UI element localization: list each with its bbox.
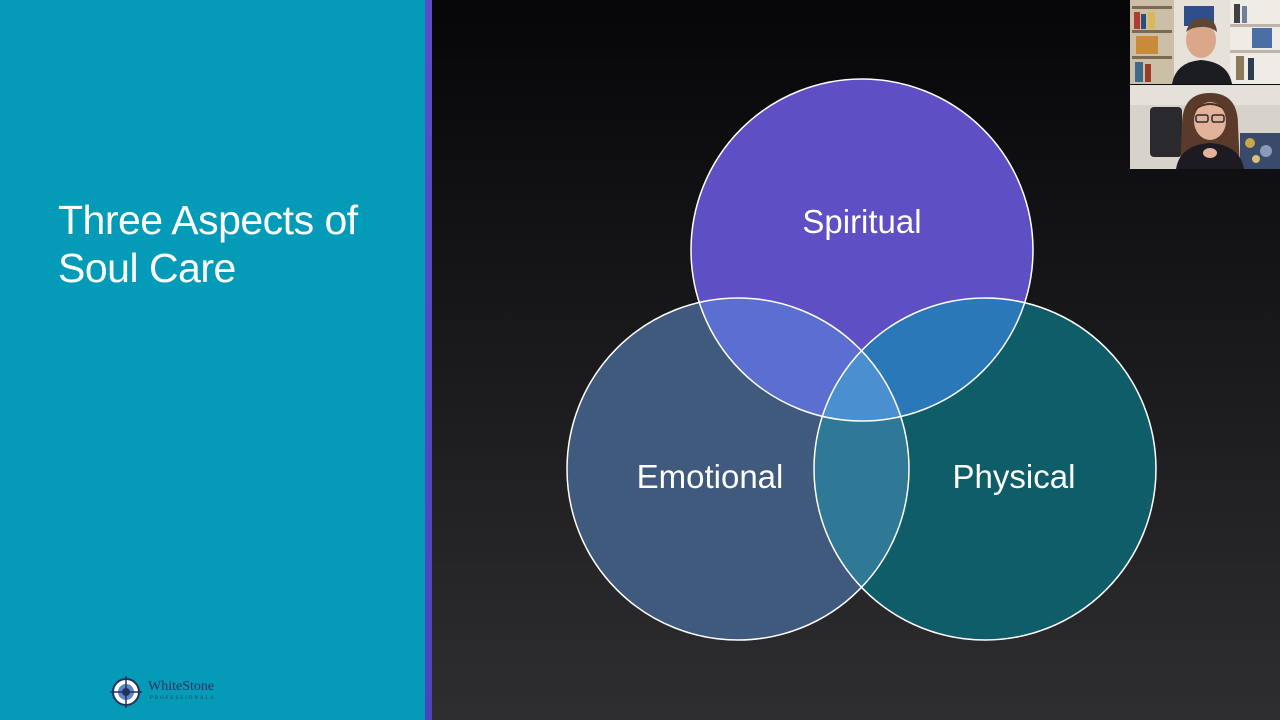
participant-2-video-icon [1130,85,1280,169]
logo-name: WhiteStone [148,679,215,694]
video-tile-participant-2[interactable] [1130,85,1280,169]
video-tile-participant-1[interactable] [1130,0,1280,84]
venn-label-physical: Physical [953,458,1076,495]
venn-label-emotional: Emotional [637,458,784,495]
venn-outline-emotional [566,297,910,641]
participant-1-video-icon [1130,0,1280,84]
panel-divider [425,0,432,720]
title-panel: Three Aspects of Soul Care WhiteStone PR… [0,0,425,720]
venn-label-spiritual: Spiritual [802,203,921,240]
venn-outline-spiritual [690,78,1034,422]
venn-overlap-spiritual-physical [814,298,1033,421]
logo-subtitle: PROFESSIONALS [150,696,216,701]
whitestone-logo: WhiteStone PROFESSIONALS [110,676,260,710]
logo-crosshair-icon [110,676,142,708]
venn-outline-physical [813,297,1157,641]
venn-overlap-spiritual-emotional [691,298,909,421]
slide-title: Three Aspects of Soul Care [58,197,358,291]
